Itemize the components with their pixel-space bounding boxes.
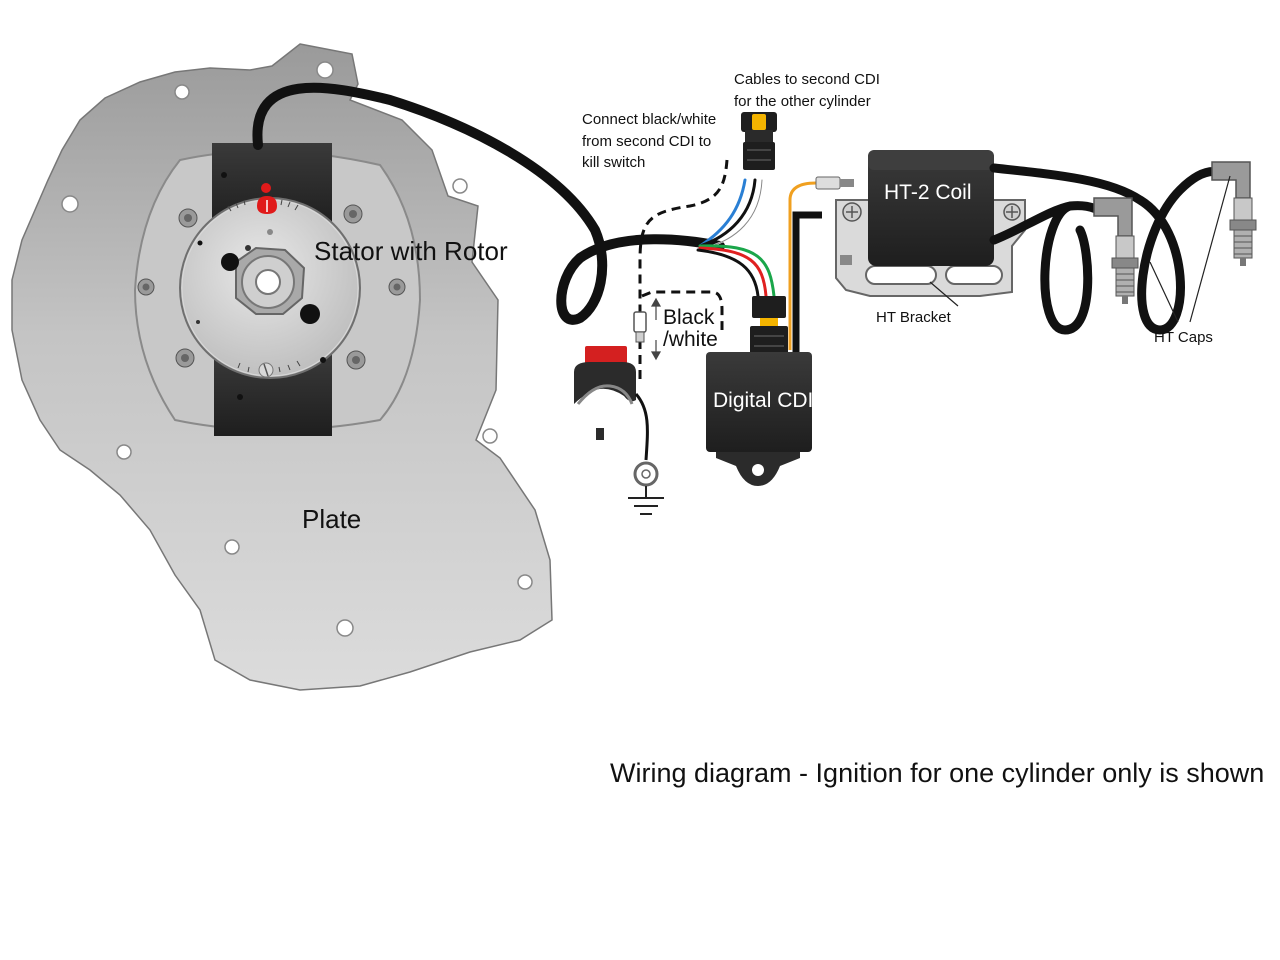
stator-screws [137,204,406,370]
label-stator: Stator with Rotor [314,236,508,266]
kill-switch [574,346,659,487]
label-bracket: HT Bracket [876,309,952,326]
kill-switch-connector [633,311,647,343]
label-plate: Plate [302,504,361,534]
stator-cable [252,82,725,325]
leader-lines [929,175,1231,323]
ht-cap-left [1093,197,1139,304]
black-white-wires [638,159,729,380]
connector-cdi [750,296,788,360]
stator-wires [696,178,776,298]
digital-cdi [706,352,812,486]
label-connect-line3: kill switch [582,154,645,171]
ht-2-coil [868,150,994,266]
label-connect-line2: from second CDI to [582,133,711,150]
spade-connector [815,176,841,190]
timing-scale [227,199,301,373]
label-coil: HT-2 Coil [884,181,972,204]
black-white-arrows [650,297,662,361]
label-caps: HT Caps [1154,329,1213,346]
kill-switch-button [585,346,627,366]
timing-dot [261,183,271,193]
ht-leads [989,163,1223,335]
plate-mounting-holes [61,61,533,637]
label-cdi: Digital CDI [713,389,813,412]
cdi-to-coil-cable [792,211,822,352]
caption: Wiring diagram - Ignition for one cylind… [610,758,1264,788]
stator-assembly [133,143,422,436]
label-black-white-line2: /white [663,328,718,351]
ground-icon [628,486,664,515]
label-cables-line1: Cables to second CDI [734,71,880,88]
orange-wire [788,181,817,350]
ht-cap-right [1211,161,1257,266]
label-cables-line2: for the other cylinder [734,93,871,110]
connector-second-cdi [741,112,777,170]
label-connect-line1: Connect black/white [582,111,716,128]
label-black-white-line1: Black [663,306,715,329]
